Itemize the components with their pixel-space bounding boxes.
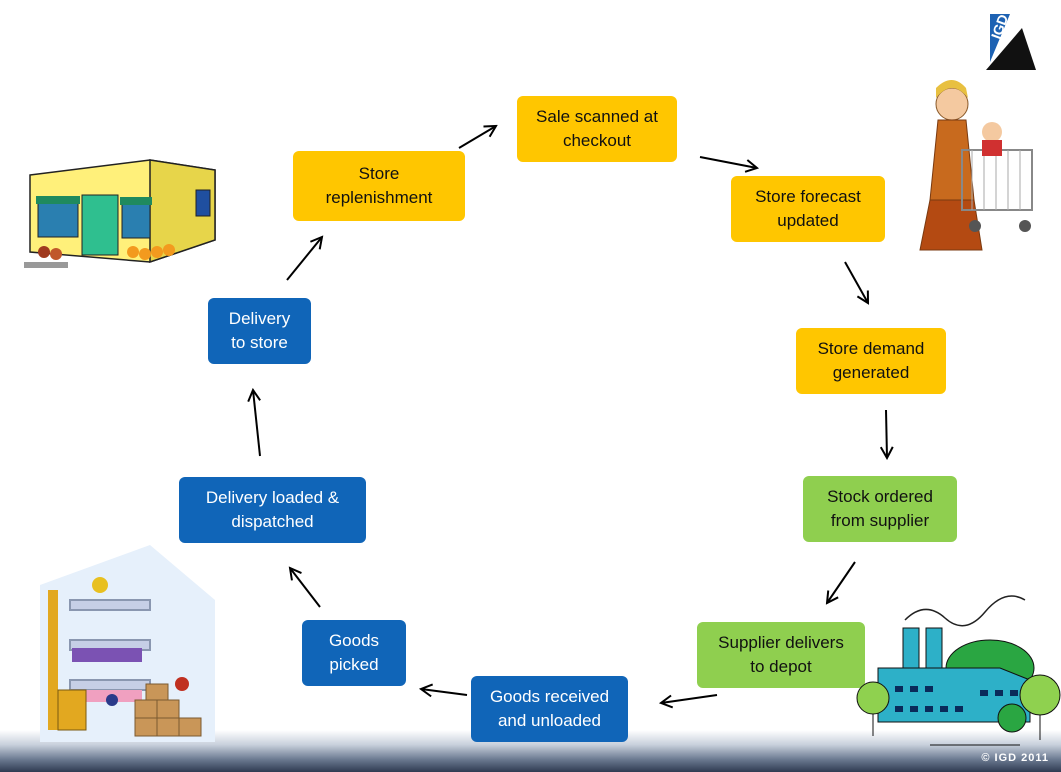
step-sale-scanned: Sale scanned at checkout	[517, 96, 677, 162]
step-delivery-loaded: Delivery loaded & dispatched	[179, 477, 366, 543]
arrow-stock-to-supplier	[827, 561, 856, 603]
step-supplier-delivers: Supplier delivers to depot	[697, 622, 865, 688]
step-goods-picked: Goods picked	[302, 620, 406, 686]
step-goods-received: Goods received and unloaded	[471, 676, 628, 742]
arrow-forecast-to-demand	[844, 261, 868, 303]
step-store-forecast: Store forecast updated	[731, 176, 885, 242]
step-store-demand: Store demand generated	[796, 328, 946, 394]
arrow-demand-to-stock	[886, 409, 887, 458]
arrow-picked-to-loaded	[290, 568, 321, 608]
warehouse-forklift-illustration	[40, 545, 215, 742]
igd-logo: IGD	[985, 12, 1040, 72]
step-delivery-to-store: Delivery to store	[208, 298, 311, 364]
step-store-replenishment: Store replenishment	[293, 151, 465, 221]
copyright-text: © IGD 2011	[981, 752, 1049, 764]
arrow-sale-to-forecast	[699, 156, 757, 168]
shop-front-illustration	[24, 159, 216, 268]
step-stock-ordered: Stock ordered from supplier	[803, 476, 957, 542]
arrow-received-to-picked	[421, 689, 468, 695]
logo-text: IGD	[988, 12, 1012, 41]
arrow-supplier-to-received	[661, 694, 718, 703]
arrow-delivery-to-replenishment	[286, 237, 322, 281]
arrow-replenishment-to-sale	[458, 126, 496, 149]
factory-illustration	[856, 595, 1061, 746]
arrow-loaded-to-delivery	[253, 390, 261, 457]
shopper-with-trolley-illustration	[919, 80, 1033, 251]
